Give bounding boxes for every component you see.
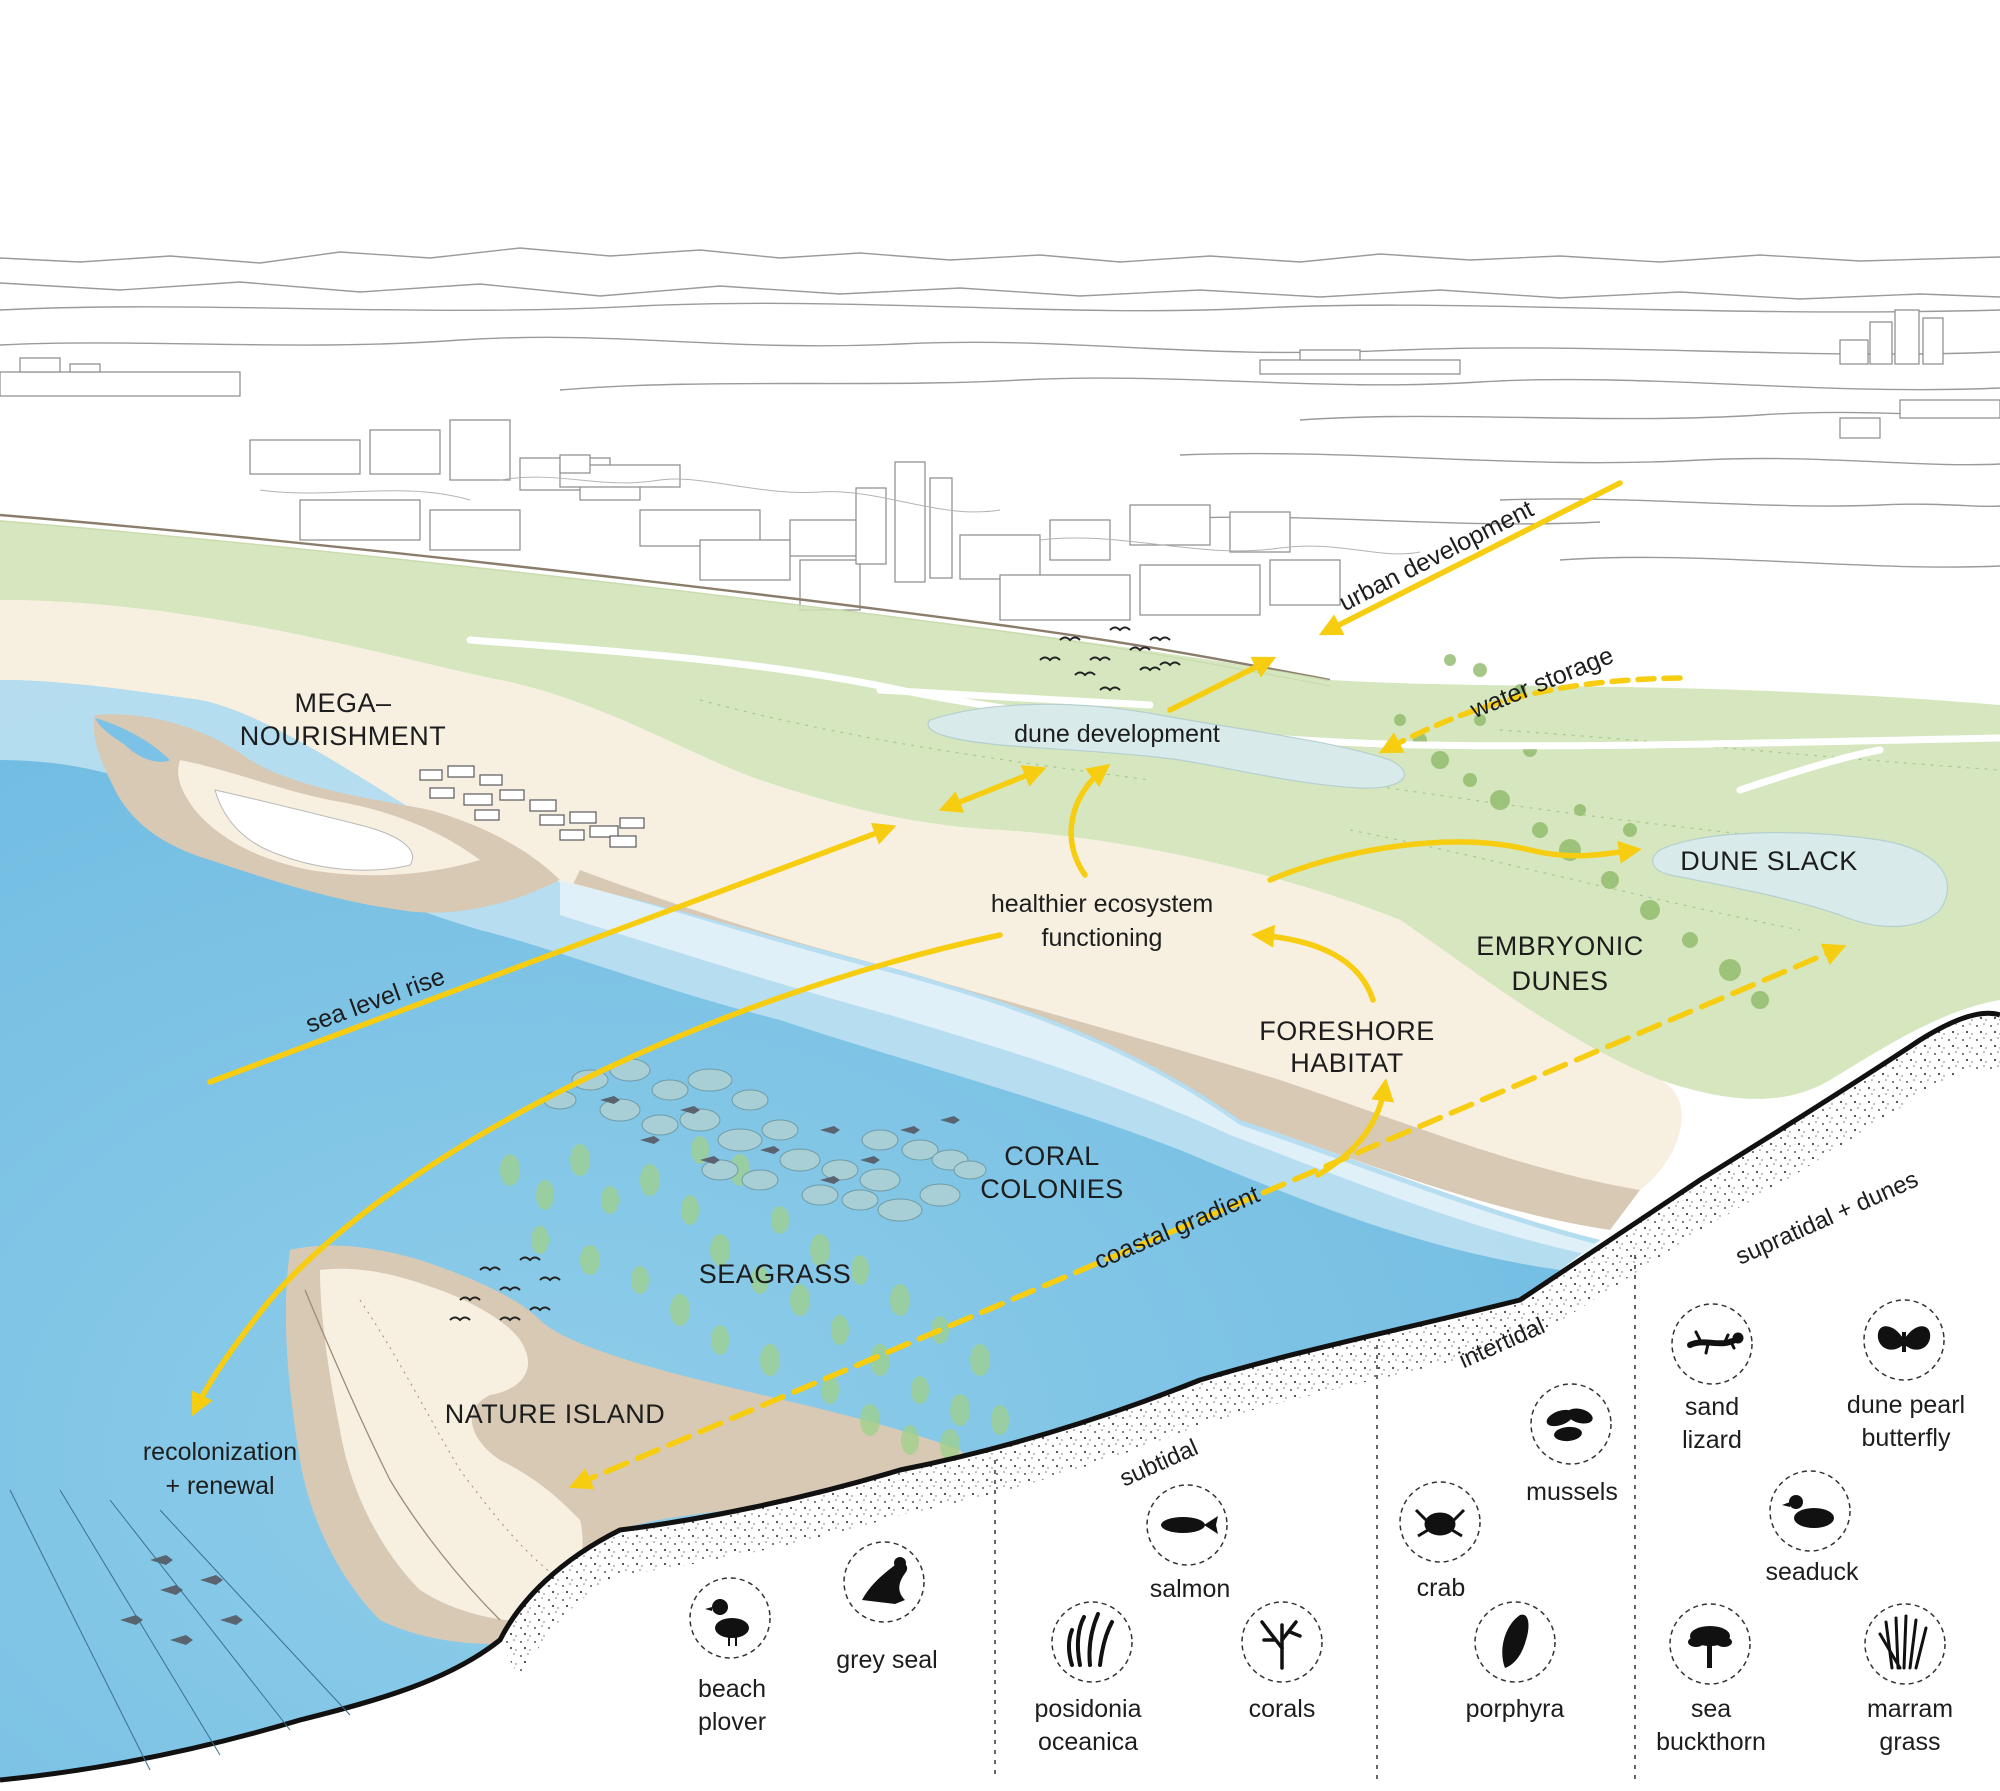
label-embryonic-dunes-2: DUNES xyxy=(1511,966,1608,996)
label-sand-lizard-2: lizard xyxy=(1682,1426,1742,1454)
arrow-coastal-gradient xyxy=(568,943,1847,1490)
label-mega-nourishment-2: NOURISHMENT xyxy=(240,721,447,751)
label-dune-development: dune development xyxy=(1014,720,1220,748)
section-gravel-band xyxy=(500,1013,2000,1680)
mega-nourishment-peninsula xyxy=(93,714,561,913)
mussels-icon xyxy=(1546,1408,1593,1442)
arrow-sea-level-rise xyxy=(207,822,897,1085)
seabed-stripes xyxy=(9,1489,351,1771)
sea-buckthorn-icon xyxy=(1688,1626,1732,1668)
label-mega-nourishment-1: MEGA– xyxy=(294,688,391,718)
water-storage-basin xyxy=(927,703,1405,789)
posidonia-oceanica-icon xyxy=(1067,1612,1114,1667)
label-embryonic-dunes-1: EMBRYONIC xyxy=(1476,931,1644,961)
mega-nourishment-buildings xyxy=(419,765,645,848)
label-healthier-ecosystem-2: functioning xyxy=(1042,924,1163,952)
label-porphyra: porphyra xyxy=(1466,1695,1565,1723)
label-crab: crab xyxy=(1417,1574,1466,1602)
label-sea-buckthorn-2: buckthorn xyxy=(1656,1728,1766,1756)
arrow-dune-development-down xyxy=(938,765,1047,813)
label-marram-grass-1: marram xyxy=(1867,1695,1953,1723)
arrow-healthier-right xyxy=(1267,839,1642,883)
label-foreshore-habitat-1: FORESHORE xyxy=(1259,1016,1435,1046)
species-beach-plover: beach plover xyxy=(689,1577,771,1736)
label-coral-colonies-1: CORAL xyxy=(1004,1141,1100,1171)
label-butterfly-1: dune pearl xyxy=(1847,1391,1965,1419)
corals-icon xyxy=(1260,1620,1302,1670)
label-seaduck: seaduck xyxy=(1765,1558,1859,1586)
label-nature-island: NATURE ISLAND xyxy=(445,1399,666,1429)
section-ground-body xyxy=(0,1013,2000,1791)
label-salmon: salmon xyxy=(1150,1575,1231,1603)
seaduck-icon xyxy=(1782,1495,1834,1528)
dune-pearl-butterfly-icon xyxy=(1877,1326,1931,1352)
dune-slack-pond xyxy=(1652,832,1949,928)
species-seaduck: seaduck xyxy=(1765,1470,1859,1586)
label-recolonization-2: + renewal xyxy=(165,1472,274,1500)
arrow-urban-development xyxy=(1318,480,1623,636)
species-corals: corals xyxy=(1241,1601,1323,1723)
label-foreshore-habitat-2: HABITAT xyxy=(1290,1048,1404,1078)
species-posidonia: posidonia oceanica xyxy=(1034,1601,1142,1756)
species-crab: crab xyxy=(1399,1481,1481,1602)
porphyra-icon xyxy=(1502,1614,1529,1668)
grey-seal-icon xyxy=(862,1557,908,1604)
label-butterfly-2: butterfly xyxy=(1862,1424,1951,1452)
urban-area xyxy=(0,309,2000,621)
process-arrows xyxy=(191,480,1847,1490)
species-sea-buckthorn: sea buckthorn xyxy=(1656,1603,1766,1756)
label-recolonization-1: recolonization xyxy=(143,1438,297,1466)
arrow-water-storage xyxy=(1378,675,1683,754)
label-marram-grass-2: grass xyxy=(1879,1728,1940,1756)
marram-grass-icon xyxy=(1878,1614,1928,1670)
label-beach-plover-2: plover xyxy=(698,1708,766,1736)
label-dune-slack: DUNE SLACK xyxy=(1680,846,1858,876)
label-sand-lizard-1: sand xyxy=(1685,1393,1739,1421)
urban-area-texture xyxy=(259,476,1421,555)
species-dune-pearl-butterfly: dune pearl butterfly xyxy=(1847,1299,1965,1452)
label-healthier-ecosystem-1: healthier ecosystem xyxy=(991,890,1213,918)
label-corals: corals xyxy=(1249,1695,1316,1723)
species-sand-lizard: sand lizard xyxy=(1671,1303,1753,1454)
label-mussels: mussels xyxy=(1526,1478,1618,1506)
label-posidonia-1: posidonia xyxy=(1034,1695,1141,1723)
species-mussels: mussels xyxy=(1526,1383,1618,1506)
arrow-dune-development-up xyxy=(1167,656,1277,713)
label-urban-development: urban development xyxy=(1335,495,1538,617)
species-legend: beach plover grey seal salmon posidoni xyxy=(689,1299,1965,1756)
crab-icon xyxy=(1414,1508,1466,1538)
label-sea-buckthorn-1: sea xyxy=(1691,1695,1731,1723)
zone-labels: MEGA– NOURISHMENT DUNE SLACK EMBRYONIC D… xyxy=(240,688,1858,1429)
arrow-healthier-up xyxy=(1068,763,1111,878)
label-beach-plover-1: beach xyxy=(698,1675,766,1703)
label-coral-colonies-2: COLONIES xyxy=(980,1174,1124,1204)
beach-plover-icon xyxy=(705,1599,749,1646)
label-posidonia-2: oceanica xyxy=(1038,1728,1138,1756)
salmon-icon xyxy=(1161,1516,1218,1534)
label-grey-seal: grey seal xyxy=(836,1646,937,1674)
bird-flock xyxy=(449,626,1181,1322)
label-seagrass: SEAGRASS xyxy=(699,1259,852,1289)
species-marram-grass: marram grass xyxy=(1864,1603,1953,1756)
species-grey-seal: grey seal xyxy=(836,1541,938,1674)
sand-lizard-icon xyxy=(1687,1330,1744,1355)
species-salmon: salmon xyxy=(1146,1484,1231,1603)
species-porphyra: porphyra xyxy=(1466,1601,1565,1723)
background-landscape xyxy=(0,247,2000,568)
